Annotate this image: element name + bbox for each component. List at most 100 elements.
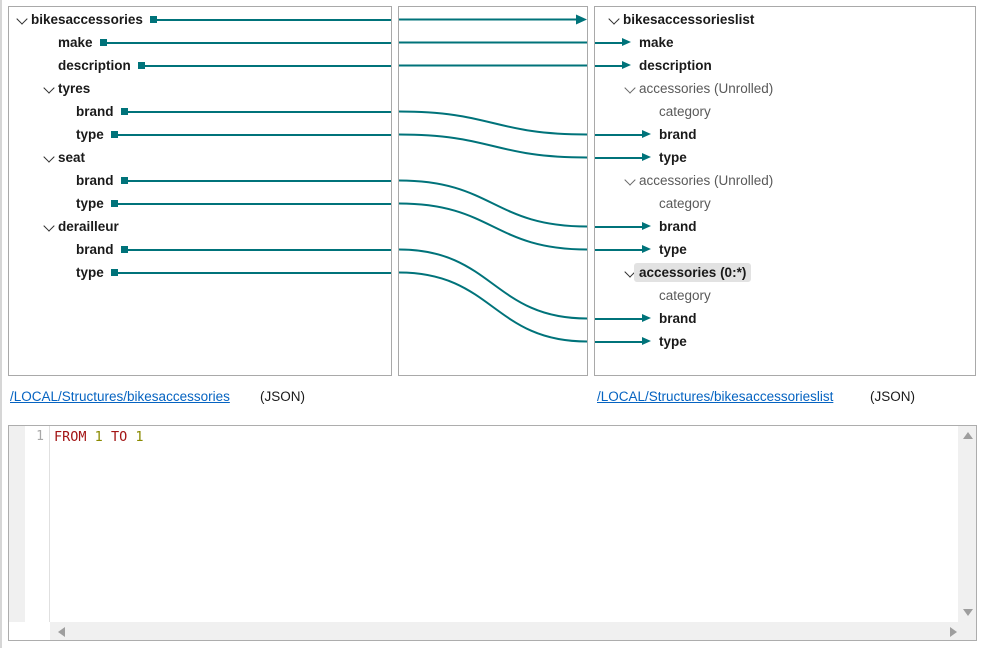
mapping-arrow-icon[interactable] <box>595 152 651 161</box>
chevron-spacer <box>60 265 76 281</box>
chevron-down-icon[interactable] <box>42 150 58 166</box>
target-tree-node-accessories-0[interactable]: accessories (0:*) <box>595 261 975 284</box>
mapping-line[interactable] <box>399 133 587 159</box>
chevron-spacer <box>60 196 76 212</box>
tree-node-label: make <box>58 35 93 50</box>
chevron-down-icon[interactable] <box>623 173 639 189</box>
target-tree-node-category[interactable]: category <box>595 192 975 215</box>
target-tree-node-accessories-unrolled[interactable]: accessories (Unrolled) <box>595 77 975 100</box>
editor-content-area[interactable]: FROM 1 TO 1 <box>51 426 966 622</box>
mapping-arrowhead-icon <box>576 14 587 25</box>
target-format-label: (JSON) <box>870 389 915 404</box>
mapping-line[interactable] <box>399 202 587 251</box>
code-token: FROM <box>54 429 87 445</box>
tree-node-label: type <box>76 196 104 211</box>
source-port-icon[interactable] <box>120 246 128 253</box>
source-port-icon[interactable] <box>137 62 145 69</box>
mapping-arrow-icon[interactable] <box>595 244 651 253</box>
target-tree-node-description[interactable]: description <box>595 54 975 77</box>
left-splitter[interactable] <box>0 0 2 648</box>
source-port-icon[interactable] <box>149 16 157 23</box>
scroll-up-icon[interactable] <box>963 432 973 439</box>
mapping-line[interactable] <box>399 248 587 320</box>
source-tree-node-derailleur[interactable]: derailleur <box>9 215 391 238</box>
tree-node-label: category <box>659 104 711 119</box>
source-tree-node-brand[interactable]: brand <box>9 169 391 192</box>
scroll-down-icon[interactable] <box>963 609 973 616</box>
source-tree-node-brand[interactable]: brand <box>9 238 391 261</box>
tree-node-label: category <box>659 288 711 303</box>
target-tree-node-brand[interactable]: brand <box>595 215 975 238</box>
vertical-scrollbar[interactable] <box>958 426 976 622</box>
chevron-spacer <box>60 104 76 120</box>
horizontal-scrollbar[interactable] <box>50 622 965 640</box>
tree-node-label: brand <box>659 219 697 234</box>
source-connector <box>99 39 391 46</box>
mapping-arrow-icon[interactable] <box>595 336 651 345</box>
source-port-icon[interactable] <box>110 269 118 276</box>
target-tree-node-brand[interactable]: brand <box>595 307 975 330</box>
source-tree-node-bikesaccessories[interactable]: bikesaccessories <box>9 8 391 31</box>
source-port-icon[interactable] <box>110 200 118 207</box>
target-tree-node-bikesaccessorieslist[interactable]: bikesaccessorieslist <box>595 8 975 31</box>
chevron-spacer <box>60 173 76 189</box>
mapping-line[interactable] <box>399 110 587 136</box>
source-tree-node-brand[interactable]: brand <box>9 100 391 123</box>
target-tree-node-type[interactable]: type <box>595 146 975 169</box>
mapping-arrow-icon[interactable] <box>595 221 651 230</box>
mapping-wire <box>127 110 391 113</box>
source-tree-node-seat[interactable]: seat <box>9 146 391 169</box>
mapping-line[interactable] <box>399 271 587 343</box>
target-tree-node-make[interactable]: make <box>595 31 975 54</box>
source-connector <box>149 16 391 23</box>
source-connector <box>110 200 391 207</box>
target-tree-node-accessories-unrolled[interactable]: accessories (Unrolled) <box>595 169 975 192</box>
source-port-icon[interactable] <box>120 177 128 184</box>
line-number: 1 <box>36 429 44 444</box>
source-tree-node-description[interactable]: description <box>9 54 391 77</box>
dsl-code-editor[interactable]: 1 FROM 1 TO 1 <box>8 425 977 641</box>
source-format-label: (JSON) <box>260 389 305 404</box>
tree-node-label: brand <box>76 104 114 119</box>
scrollbar-corner <box>958 622 976 640</box>
scroll-left-icon[interactable] <box>58 627 65 637</box>
chevron-down-icon[interactable] <box>623 81 639 97</box>
tree-node-label: brand <box>76 242 114 257</box>
chevron-down-icon[interactable] <box>42 81 58 97</box>
source-tree-node-tyres[interactable]: tyres <box>9 77 391 100</box>
code-token: TO <box>110 429 128 445</box>
code-token: 1 <box>94 429 103 445</box>
target-tree-node-brand[interactable]: brand <box>595 123 975 146</box>
source-connector <box>120 177 391 184</box>
target-tree-node-category[interactable]: category <box>595 100 975 123</box>
mapping-arrow-icon[interactable] <box>595 37 631 46</box>
target-tree-node-type[interactable]: type <box>595 238 975 261</box>
mapping-arrow-icon[interactable] <box>595 60 631 69</box>
source-port-icon[interactable] <box>110 131 118 138</box>
source-tree-node-type[interactable]: type <box>9 261 391 284</box>
source-tree-node-type[interactable]: type <box>9 192 391 215</box>
tree-node-label: accessories (Unrolled) <box>639 173 774 188</box>
structure-links-row: /LOCAL/Structures/bikesaccessories (JSON… <box>0 389 986 409</box>
target-tree-node-type[interactable]: type <box>595 330 975 353</box>
chevron-down-icon[interactable] <box>15 12 31 28</box>
target-tree-node-category[interactable]: category <box>595 284 975 307</box>
code-line[interactable]: FROM 1 TO 1 <box>54 428 143 447</box>
mapping-line[interactable] <box>399 179 587 228</box>
target-structure-link[interactable]: /LOCAL/Structures/bikesaccessorieslist <box>597 389 834 404</box>
mapping-arrow-icon[interactable] <box>595 129 651 138</box>
chevron-down-icon[interactable] <box>42 219 58 235</box>
source-port-icon[interactable] <box>99 39 107 46</box>
mapping-canvas <box>398 6 588 376</box>
mapping-arrow-icon[interactable] <box>595 313 651 322</box>
mapping-wire <box>156 18 391 21</box>
source-tree-node-type[interactable]: type <box>9 123 391 146</box>
source-port-icon[interactable] <box>120 108 128 115</box>
chevron-down-icon[interactable] <box>607 12 623 28</box>
source-tree-node-make[interactable]: make <box>9 31 391 54</box>
source-connector <box>110 131 391 138</box>
source-connector <box>120 108 391 115</box>
scroll-right-icon[interactable] <box>950 627 957 637</box>
source-structure-link[interactable]: /LOCAL/Structures/bikesaccessories <box>10 389 230 404</box>
